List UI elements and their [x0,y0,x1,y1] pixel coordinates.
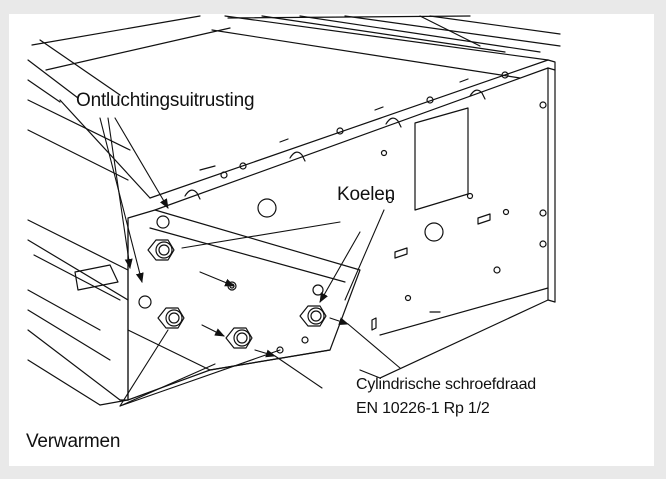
housing-top [27,15,561,103]
housing-right-side [257,67,556,379]
label-thread-line2: EN 10226-1 Rp 1/2 [356,400,490,417]
label-cooling: Koelen [337,184,395,205]
label-ventilation: Ontluchtingsuitrusting [76,90,255,111]
connectors [147,239,327,354]
label-thread-line1: Cylindrische schroefdraad [356,376,536,393]
technical-drawing [27,15,561,407]
housing-top-edge [149,59,556,211]
drawing-panel [9,14,654,466]
label-heating: Verwarmen [26,431,121,452]
connection-plate [127,209,361,401]
leader-lines [99,117,401,407]
